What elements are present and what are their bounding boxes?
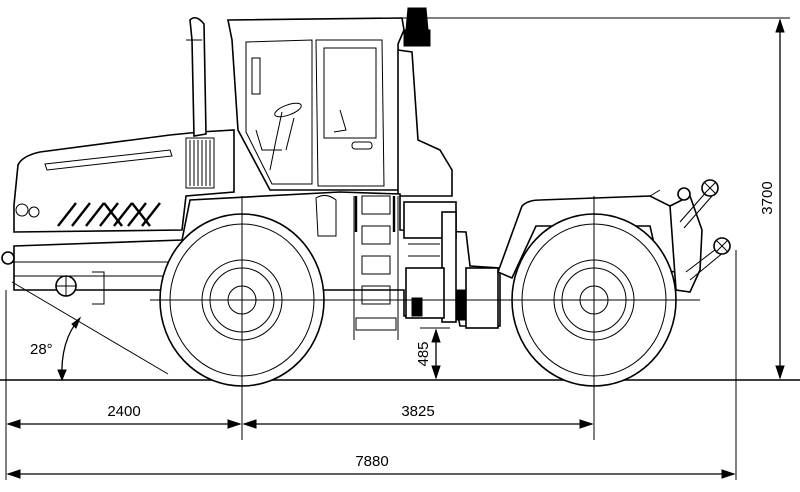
approach-angle-dimension (11, 281, 169, 382)
dimension-3825 (242, 419, 594, 429)
extension-lines (5, 17, 800, 480)
hood-grille (44, 137, 215, 189)
dimension-485 (420, 327, 450, 380)
label-approach-angle: 28° (30, 341, 53, 358)
front-weights (669, 194, 703, 293)
seat (333, 109, 347, 133)
label-485: 485 (415, 341, 432, 366)
label-3700: 3700 (759, 181, 776, 214)
exhaust-stack (189, 16, 207, 137)
cab-door (315, 39, 385, 187)
centerlines (150, 196, 700, 440)
roof-beacon (405, 7, 429, 31)
hood-vent-hatching (57, 202, 161, 227)
cab-door-window (323, 47, 377, 139)
label-2400: 2400 (107, 403, 140, 420)
dimension-7880 (6, 469, 736, 479)
access-steps (353, 195, 399, 340)
cab-window-rear (245, 39, 313, 185)
front-linkage (677, 179, 731, 281)
label-7880: 7880 (355, 453, 388, 470)
dimension-2400 (6, 419, 242, 429)
label-3825: 3825 (401, 403, 434, 420)
engine-hood (13, 129, 235, 233)
cab-rear-housing (397, 49, 453, 197)
dimension-3700 (775, 18, 785, 380)
cab-side-handle (251, 57, 261, 95)
steering-wheel (274, 102, 302, 118)
articulation-joint (403, 201, 499, 329)
